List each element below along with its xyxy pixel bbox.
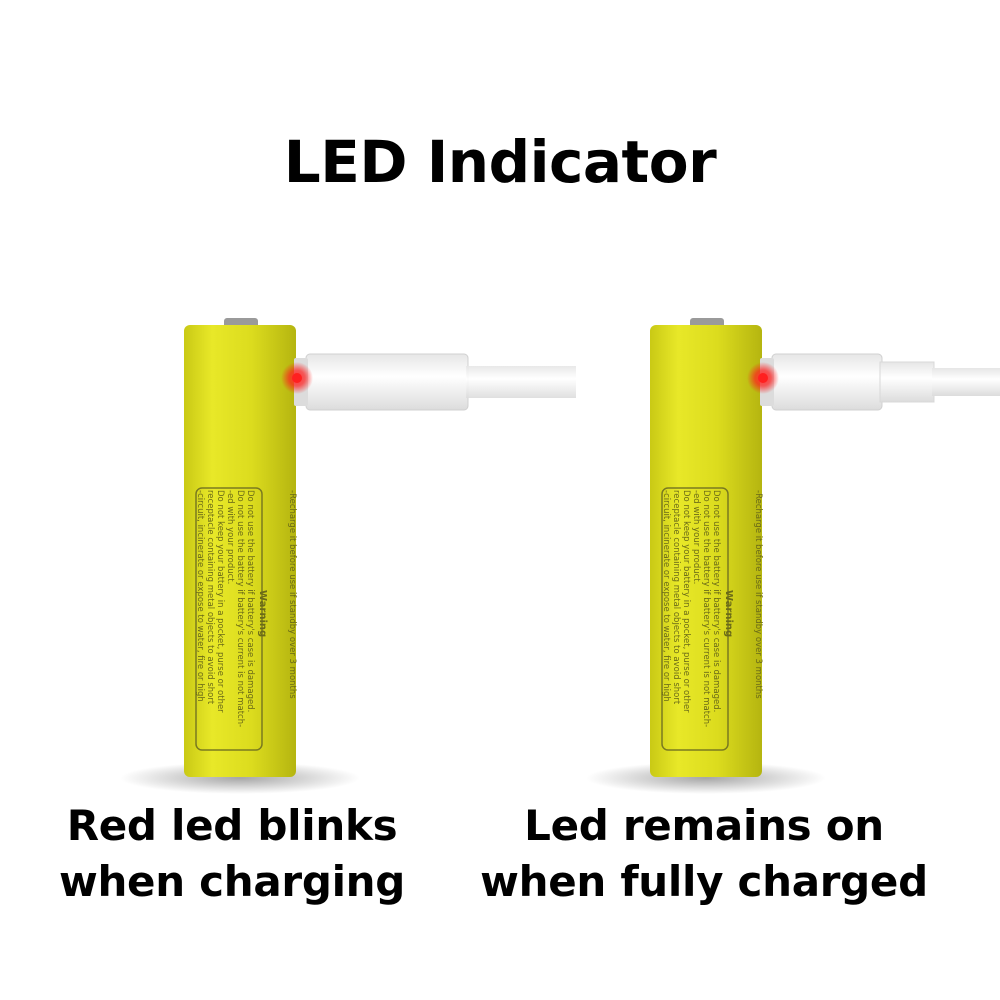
label-line: -ed with your product. (691, 490, 701, 584)
label-line: receptacle containing metal objects to a… (205, 490, 215, 705)
label-line: receptacle containing metal objects to a… (671, 490, 681, 705)
label-line: -ed with your product. (225, 490, 235, 584)
battery-body (184, 325, 296, 777)
label-line: Do not use the battery if battery's case… (245, 490, 255, 712)
caption-fully-charged: Led remains on when fully charged (464, 798, 944, 910)
usb-c-connector (305, 353, 469, 411)
caption-line: Red led blinks (66, 801, 398, 850)
caption-line: Led remains on (524, 801, 884, 850)
battery-label-box (661, 487, 729, 751)
usb-c-connector (771, 353, 883, 411)
battery-body (650, 325, 762, 777)
page-title: LED Indicator (283, 128, 717, 196)
caption-line: when charging (58, 857, 406, 906)
red-led (292, 373, 302, 383)
label-line: Do not use the battery if battery's case… (711, 490, 721, 712)
battery-label-text: Warning Do not use the battery if batter… (195, 490, 297, 727)
usb-cable-sleeve (879, 361, 935, 403)
battery-shadow (586, 762, 826, 794)
label-line: -Recharge it before use if standby over … (287, 490, 297, 699)
caption-line: when fully charged (480, 857, 928, 906)
label-heading: Warning (257, 590, 268, 637)
usb-cable (466, 366, 576, 398)
label-line: -circuit, incinerate or expose to water,… (661, 490, 671, 702)
battery-label-text: Warning Do not use the battery if batter… (661, 490, 763, 727)
label-line: Do not use the battery if battery's curr… (701, 490, 711, 727)
caption-charging: Red led blinks when charging (0, 798, 472, 910)
label-line: Do not keep your battery in a pocket, pu… (681, 490, 691, 713)
label-line: Do not use the battery if battery's curr… (235, 490, 245, 727)
label-heading: Warning (723, 590, 734, 637)
label-line: -Recharge it before use if standby over … (753, 490, 763, 699)
red-led (758, 373, 768, 383)
battery-label-box (195, 487, 263, 751)
label-line: Do not keep your battery in a pocket, pu… (215, 490, 225, 713)
usb-cable (932, 368, 1000, 396)
battery-shadow (120, 762, 360, 794)
label-line: -circuit, incinerate or expose to water,… (195, 490, 205, 702)
battery-left: Warning Do not use the battery if batter… (120, 318, 576, 794)
battery-right: Warning Do not use the battery if batter… (586, 318, 1000, 794)
